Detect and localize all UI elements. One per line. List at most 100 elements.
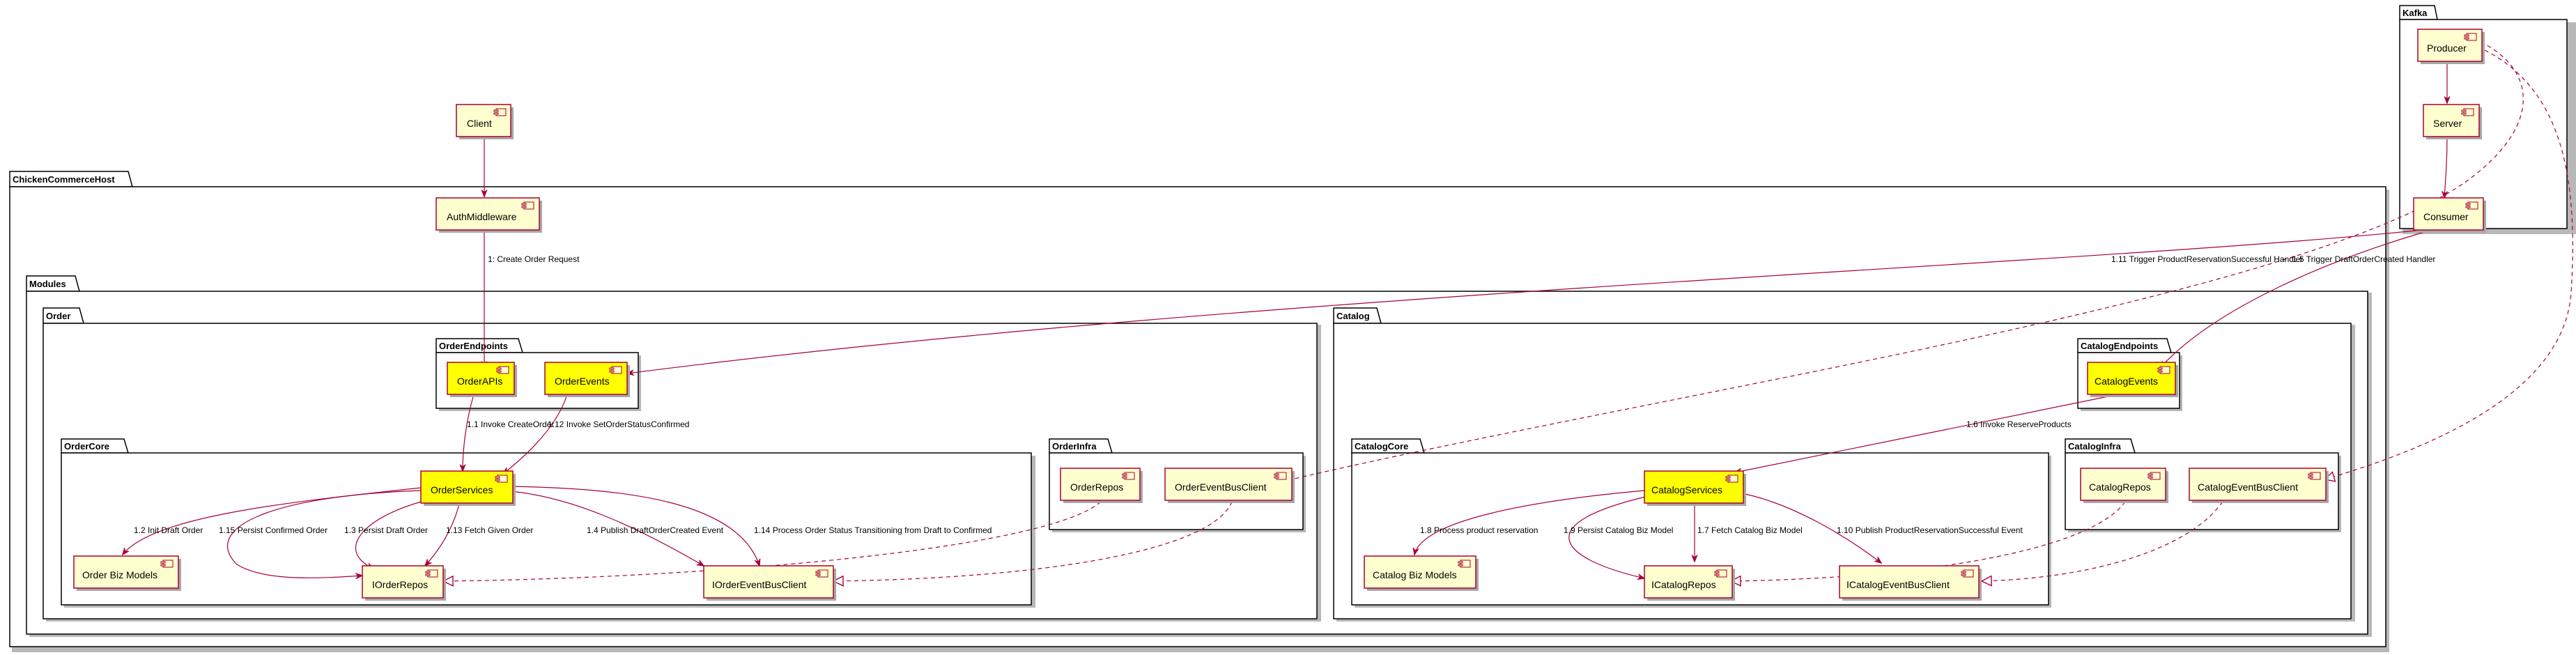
label-publish-draft-order-created: 1.4 Publish DraftOrderCreated Event [587, 525, 724, 535]
component-icon [2464, 33, 2477, 41]
label-invoke-reserve-products: 1.6 Invoke ReserveProducts [1966, 419, 2072, 429]
component-catalog-events[interactable]: CatalogEvents [2087, 362, 2178, 397]
package-kafka-label: Kafka [2403, 8, 2428, 18]
package-order-core-label: OrderCore [64, 441, 109, 452]
component-order-biz-models[interactable]: Order Biz Models [73, 555, 181, 591]
edge-order-eventbus-realizes [833, 501, 1233, 581]
edge-fetch-given-order [425, 501, 461, 566]
label-process-product-reservation: 1.8 Process product reservation [1420, 525, 1538, 535]
label-init-draft-order: 1.2 Init Draft Order [134, 525, 203, 535]
label-fetch-given-order: 1.13 Fetch Given Order [446, 525, 533, 535]
component-icatalog-event-bus-client[interactable]: ICatalogEventBusClient [1839, 565, 1982, 601]
component-icon [160, 560, 173, 568]
label-create-order-request: 1: Create Order Request [488, 254, 580, 264]
label-publish-product-reservation-successful: 1.10 Publish ProductReservationSuccessfu… [1837, 525, 2023, 535]
order-events-label: OrderEvents [555, 376, 610, 387]
component-icon [1961, 569, 1974, 578]
label-fetch-catalog-biz-model: 1.7 Fetch Catalog Biz Model [1697, 525, 1803, 535]
edge-publish-draft-order-created [501, 490, 704, 566]
component-server[interactable]: Server [2423, 104, 2482, 139]
catalog-services-label: CatalogServices [1651, 484, 1722, 495]
edge-invoke-create-order [463, 394, 475, 471]
package-order-endpoints-label: OrderEndpoints [439, 341, 508, 351]
edge-trigger-draft-order-created [2160, 229, 2432, 368]
component-icon [1714, 569, 1727, 578]
component-icon [496, 366, 509, 374]
label-trigger-draft-order-created: 1.5 Trigger DraftOrderCreated Handler [2292, 254, 2435, 264]
component-catalog-repos[interactable]: CatalogRepos [2080, 468, 2168, 503]
component-icon [495, 475, 508, 483]
catalog-event-bus-client-label: CatalogEventBusClient [2198, 481, 2298, 493]
component-catalog-biz-models[interactable]: Catalog Biz Models [1364, 555, 1479, 591]
package-catalog-endpoints-label: CatalogEndpoints [2081, 341, 2158, 351]
component-client[interactable]: Client [456, 104, 514, 139]
order-apis-label: OrderAPIs [457, 376, 502, 387]
component-icon [2147, 472, 2161, 480]
label-trigger-product-reservation-successful: 1.11 Trigger ProductReservationSuccessfu… [2111, 254, 2303, 264]
edge-trigger-product-reservation-successful [627, 229, 2423, 373]
component-order-event-bus-client[interactable]: OrderEventBusClient [1164, 468, 1295, 503]
component-consumer[interactable]: Consumer [2413, 197, 2486, 233]
label-invoke-set-status: 1.12 Invoke SetOrderStatusConfirmed [548, 419, 689, 429]
edge-invoke-set-status [503, 394, 568, 474]
edge-server-consumer [2444, 136, 2447, 198]
component-icon [1725, 475, 1738, 483]
order-repos-label: OrderRepos [1070, 481, 1123, 493]
edge-labels: 1: Create Order Request 1.1 Invoke Creat… [134, 254, 2435, 535]
catalog-biz-models-label: Catalog Biz Models [1373, 569, 1457, 580]
package-catalog-label: Catalog [1336, 311, 1370, 321]
component-icon [2461, 108, 2474, 116]
component-order-events[interactable]: OrderEvents [544, 362, 630, 397]
component-icon [2308, 472, 2321, 480]
edge-process-product-reservation [1414, 490, 1645, 555]
package-order-infra-label: OrderInfra [1052, 441, 1097, 452]
component-producer[interactable]: Producer [2417, 29, 2485, 64]
client-label: Client [467, 118, 492, 129]
edge-producer-order-eventbus [1279, 41, 2524, 482]
component-icon [2465, 201, 2478, 210]
edge-invoke-reserve-products [1735, 394, 2119, 472]
package-catalog-core-label: CatalogCore [1355, 441, 1408, 452]
component-icatalog-repos[interactable]: ICatalogRepos [1644, 565, 1735, 601]
component-icon [815, 569, 828, 578]
package-order-core: OrderCore [61, 438, 1035, 608]
component-order-repos[interactable]: OrderRepos [1060, 468, 1143, 503]
component-iorder-event-bus-client[interactable]: IOrderEventBusClient [703, 565, 836, 601]
edge-persist-draft-order [355, 498, 433, 569]
component-icon [425, 569, 438, 578]
component-icon [2157, 366, 2170, 374]
component-icon [521, 201, 534, 210]
component-icon [609, 366, 622, 374]
producer-label: Producer [2427, 43, 2467, 54]
iorder-repos-label: IOrderRepos [372, 579, 428, 590]
components: Client AuthMiddleware Producer Server [73, 29, 2486, 601]
component-auth-middleware[interactable]: AuthMiddleware [435, 197, 542, 233]
label-persist-confirmed-order: 1.15 Persist Confirmed Order [219, 525, 327, 535]
package-host-label: ChickenCommerceHost [13, 174, 115, 185]
auth-middleware-label: AuthMiddleware [447, 211, 517, 222]
edge-order-repos-realizes [443, 501, 1102, 581]
icatalog-event-bus-client-label: ICatalogEventBusClient [1846, 579, 1950, 590]
server-label: Server [2433, 118, 2462, 129]
label-persist-draft-order: 1.3 Persist Draft Order [344, 525, 428, 535]
order-biz-models-label: Order Biz Models [82, 569, 157, 580]
order-services-label: OrderServices [431, 484, 493, 495]
edge-producer-catalog-eventbus [2324, 49, 2573, 479]
package-order-label: Order [46, 311, 70, 321]
edge-publish-product-reservation-successful [1734, 491, 1881, 563]
catalog-repos-label: CatalogRepos [2089, 481, 2151, 493]
component-iorder-repos[interactable]: IOrderRepos [362, 565, 446, 601]
component-order-services[interactable]: OrderServices [420, 470, 516, 506]
component-catalog-event-bus-client[interactable]: CatalogEventBusClient [2189, 468, 2329, 503]
consumer-label: Consumer [2423, 211, 2469, 222]
component-order-apis[interactable]: OrderAPIs [447, 362, 517, 397]
component-icon [493, 108, 507, 116]
package-catalog-infra-label: CatalogInfra [2068, 441, 2122, 452]
component-catalog-services[interactable]: CatalogServices [1644, 470, 1746, 506]
edges [123, 41, 2573, 581]
icatalog-repos-label: ICatalogRepos [1651, 579, 1716, 590]
edge-catalog-eventbus-realizes [1982, 501, 2223, 581]
package-modules-label: Modules [29, 279, 66, 289]
component-icon [1274, 472, 1287, 480]
